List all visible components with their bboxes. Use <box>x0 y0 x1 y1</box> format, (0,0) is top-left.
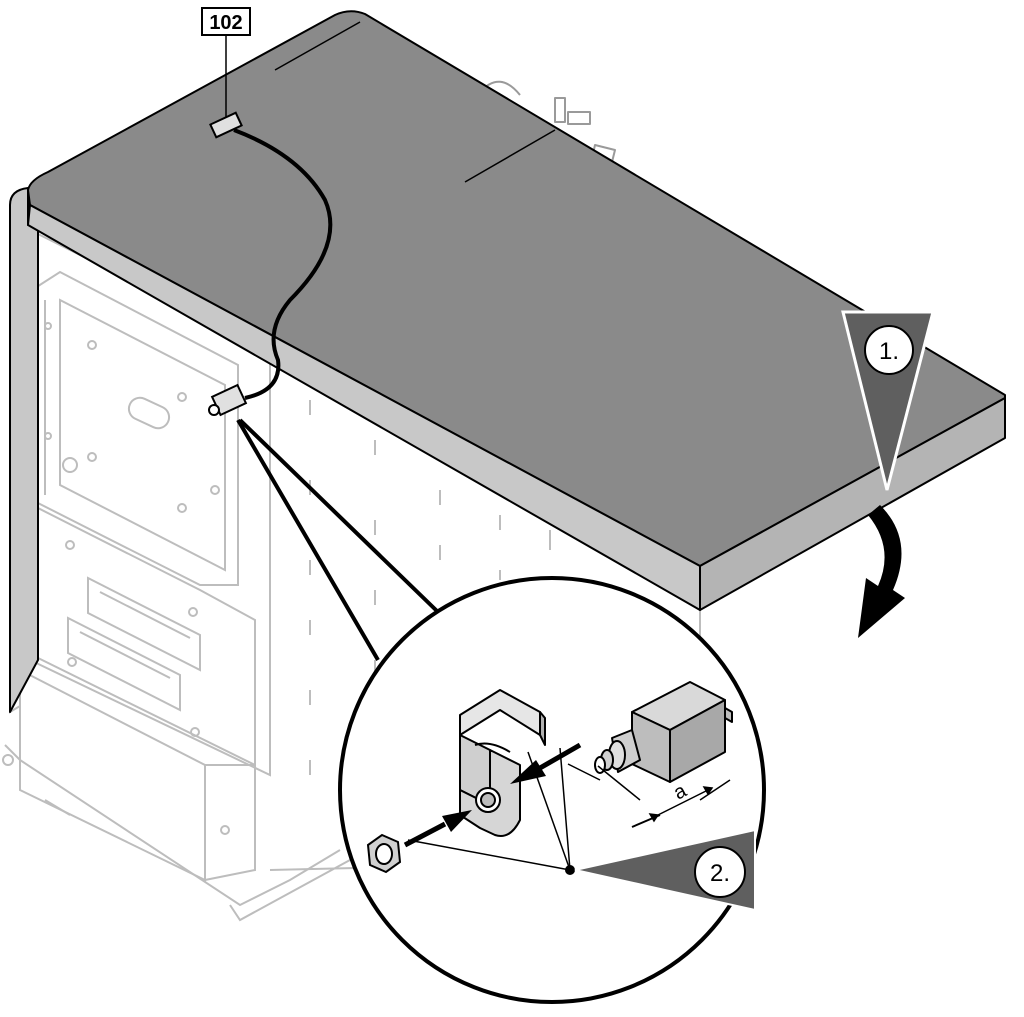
mounting-bracket <box>459 689 546 837</box>
connector-plug <box>209 111 243 139</box>
hex-nut-icon <box>366 833 402 874</box>
reference-label-102: 102 <box>201 7 251 36</box>
step-2-leaders <box>407 747 571 871</box>
curved-arrow-down-icon <box>858 505 905 638</box>
step-1-number: 1. <box>879 338 899 365</box>
reference-number: 102 <box>209 12 242 34</box>
proximity-switch-icon <box>594 681 733 783</box>
proximity-switch-small <box>208 383 248 417</box>
detail-magnifier: a <box>236 418 766 1004</box>
step-2-number: 2. <box>710 860 730 887</box>
dimension-a <box>567 763 731 828</box>
cable-102 <box>208 35 333 417</box>
leader-dot <box>565 865 575 875</box>
arrow-right-icon <box>403 810 472 848</box>
step-2-callout: 2. <box>574 828 756 912</box>
step-1-callout: 1. <box>841 310 935 491</box>
